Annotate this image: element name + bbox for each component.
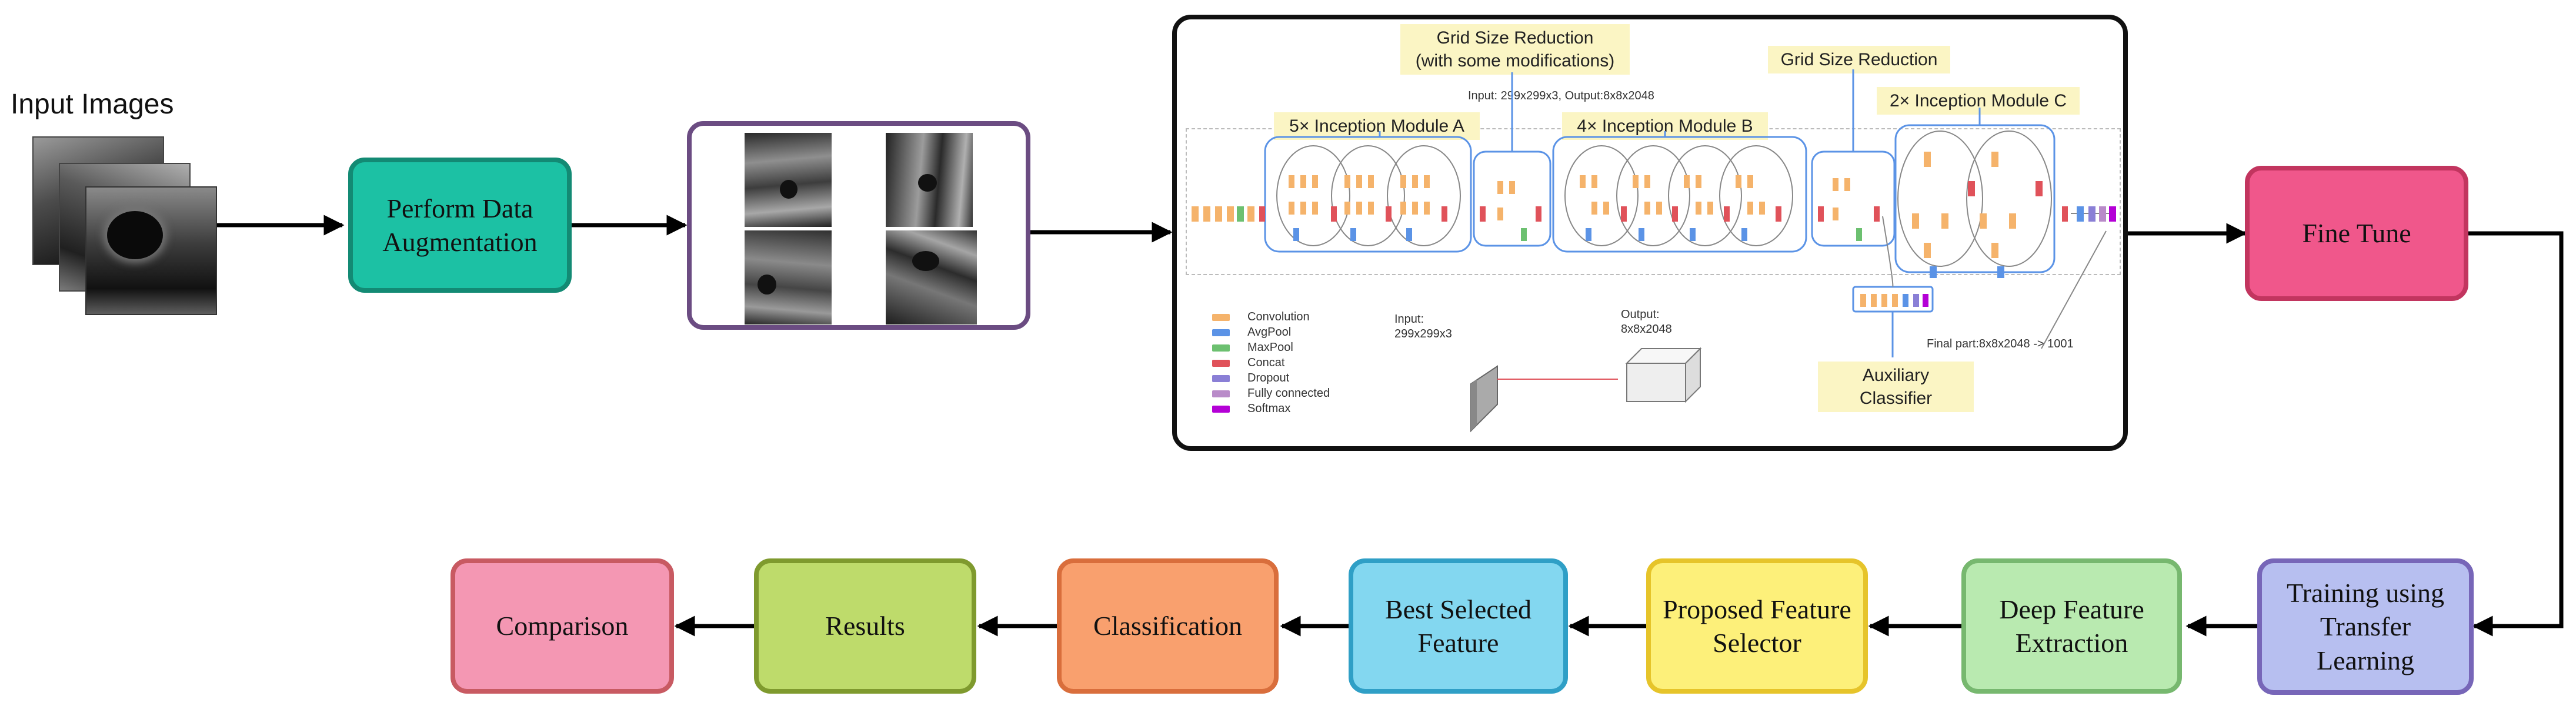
legend-swatch bbox=[1212, 390, 1230, 397]
augmented-samples-box bbox=[687, 121, 1030, 330]
input-images-stack bbox=[32, 136, 217, 319]
best-feature-node: Best Selected Feature bbox=[1349, 558, 1568, 694]
legend-label: Convolution bbox=[1247, 310, 1310, 323]
deep-feature-node: Deep Feature Extraction bbox=[1961, 558, 2182, 694]
input-images-label: Input Images bbox=[11, 89, 174, 120]
legend-swatch bbox=[1212, 359, 1230, 367]
grid-size-reduction-header: Grid Size Reduction (with some modificat… bbox=[1400, 24, 1630, 75]
comparison-label: Comparison bbox=[496, 611, 629, 641]
augmentation-node: Perform Data Augmentation bbox=[348, 158, 572, 293]
classification-node: Classification bbox=[1057, 558, 1279, 694]
legend-swatch bbox=[1212, 329, 1230, 336]
legend-swatch bbox=[1212, 374, 1230, 382]
final-part-label: Final part:8x8x2048 -> 1001 bbox=[1927, 337, 2074, 350]
results-node: Results bbox=[754, 558, 976, 694]
input-output-sketch bbox=[1470, 347, 1702, 433]
fine-tune-label: Fine Tune bbox=[2302, 218, 2411, 249]
legend-item: Fully connected bbox=[1212, 387, 1330, 400]
inception-architecture-panel: Grid Size Reduction (with some modificat… bbox=[1172, 15, 2128, 451]
best-feature-label: Best Selected Feature bbox=[1384, 594, 1532, 658]
legend-item: Softmax bbox=[1212, 402, 1290, 416]
feature-selector-node: Proposed Feature Selector bbox=[1646, 558, 1868, 694]
legend-swatch bbox=[1212, 344, 1230, 352]
augmentation-label: Perform Data Augmentation bbox=[382, 193, 538, 257]
fine-tune-node: Fine Tune bbox=[2245, 166, 2468, 301]
deep-feature-label: Deep Feature Extraction bbox=[1999, 594, 2144, 658]
results-label: Results bbox=[825, 611, 905, 641]
input-shape-label: Input: 299x299x3 bbox=[1394, 313, 1452, 340]
module-a-header: 5× Inception Module A bbox=[1274, 112, 1480, 140]
legend-label: MaxPool bbox=[1247, 341, 1293, 354]
legend-label: Fully connected bbox=[1247, 387, 1330, 400]
legend-item: Concat bbox=[1212, 356, 1284, 370]
augmented-sample-2 bbox=[886, 133, 973, 227]
feature-selector-label: Proposed Feature Selector bbox=[1663, 594, 1851, 658]
training-node: Training using Transfer Learning bbox=[2257, 558, 2474, 695]
output-shape-label: Output: 8x8x2048 bbox=[1621, 308, 1672, 336]
legend-item: AvgPool bbox=[1212, 326, 1291, 339]
training-label: Training using Transfer Learning bbox=[2287, 577, 2444, 675]
legend-label: AvgPool bbox=[1247, 326, 1292, 339]
auxiliary-classifier-label: Auxiliary Classifier bbox=[1818, 362, 1974, 412]
arrow-finetune-to-training bbox=[2468, 231, 2564, 637]
module-c-header: 2× Inception Module C bbox=[1877, 87, 2080, 115]
legend-item: Dropout bbox=[1212, 372, 1289, 385]
input-output-note: Input: 299x299x3, Output:8x8x2048 bbox=[1468, 89, 1654, 102]
legend-label: Concat bbox=[1247, 356, 1285, 369]
legend-swatch bbox=[1212, 313, 1230, 321]
legend-item: MaxPool bbox=[1212, 341, 1293, 354]
network-drawing bbox=[1192, 69, 2116, 433]
comparison-node: Comparison bbox=[451, 558, 674, 694]
classification-label: Classification bbox=[1093, 611, 1242, 641]
augmented-sample-3 bbox=[745, 230, 832, 324]
legend-label: Softmax bbox=[1247, 402, 1291, 415]
legend-item: Convolution bbox=[1212, 310, 1310, 324]
legend-swatch bbox=[1212, 405, 1230, 413]
augmented-sample-4 bbox=[886, 230, 977, 324]
augmented-sample-1 bbox=[745, 133, 832, 227]
legend-label: Dropout bbox=[1247, 372, 1290, 384]
grid-size-reduction-header-2: Grid Size Reduction bbox=[1768, 46, 1950, 73]
